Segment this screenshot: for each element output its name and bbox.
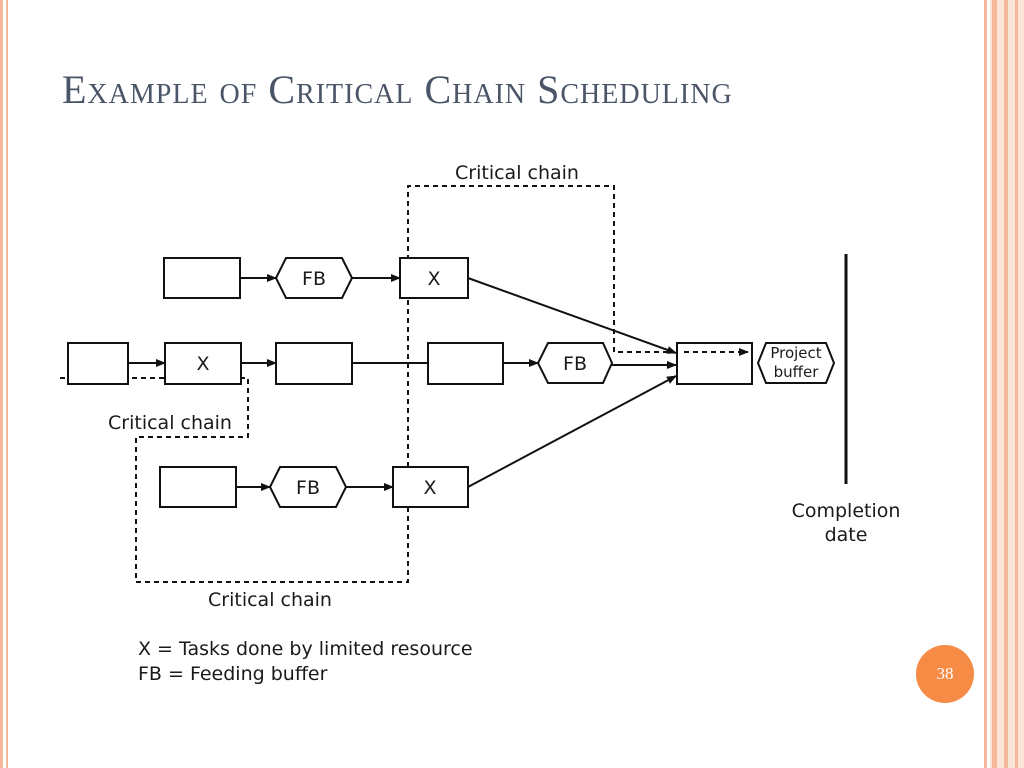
- completion-date-label-line2: date: [825, 524, 868, 546]
- completion-date-label-line1: Completion: [792, 500, 901, 522]
- limited-task-row1-label: X: [427, 268, 440, 290]
- arrow-row1-to-final: [467, 277, 677, 354]
- project-buffer-label-line2: buffer: [774, 363, 820, 381]
- page-number: 38: [936, 664, 954, 683]
- project-buffer: [756, 342, 836, 384]
- limited-task-box-row2: [164, 342, 242, 385]
- task-box-row3-a: [159, 466, 237, 508]
- task-box-row2-c: [275, 342, 353, 385]
- critical-chain-label-left: Critical chain: [108, 412, 232, 434]
- task-box-row1-a: [163, 257, 241, 299]
- final-task-box: [676, 342, 753, 385]
- limited-task-row2-label: X: [196, 353, 209, 375]
- project-buffer-label-line1: Project: [770, 344, 821, 362]
- left-border-stripe-inner: [6, 0, 8, 768]
- right-border-stripe-3: [1004, 0, 1008, 768]
- right-border-stripe-2: [992, 0, 997, 768]
- right-border-stripe-4: [1015, 0, 1018, 768]
- limited-task-row3-label: X: [423, 477, 436, 499]
- left-border-stripe: [0, 0, 3, 768]
- critical-chain-boundary: [60, 185, 672, 583]
- legend-line-1: X = Tasks done by limited resource: [138, 638, 473, 660]
- page-number-badge: 38: [916, 645, 974, 703]
- task-box-row2-a: [67, 342, 129, 385]
- feeding-buffer-row3: [268, 466, 348, 508]
- feeding-buffer-row2-label: FB: [563, 353, 587, 375]
- limited-task-box-row1: [399, 257, 469, 299]
- limited-task-box-row3: [392, 466, 469, 508]
- task-box-row2-d: [427, 342, 504, 385]
- slide-title: Example of Critical Chain Scheduling: [62, 67, 733, 112]
- arrow-row3-to-final: [467, 375, 677, 488]
- feeding-buffer-row3-label: FB: [296, 477, 320, 499]
- legend-line-2: FB = Feeding buffer: [138, 663, 328, 685]
- critical-chain-label-bottom: Critical chain: [208, 589, 332, 611]
- feeding-buffer-row1: [274, 257, 354, 299]
- critical-chain-label-top: Critical chain: [455, 162, 579, 184]
- right-border-stripe-1: [984, 0, 987, 768]
- feeding-buffer-row1-label: FB: [302, 268, 326, 290]
- feeding-buffer-row2: [536, 342, 614, 384]
